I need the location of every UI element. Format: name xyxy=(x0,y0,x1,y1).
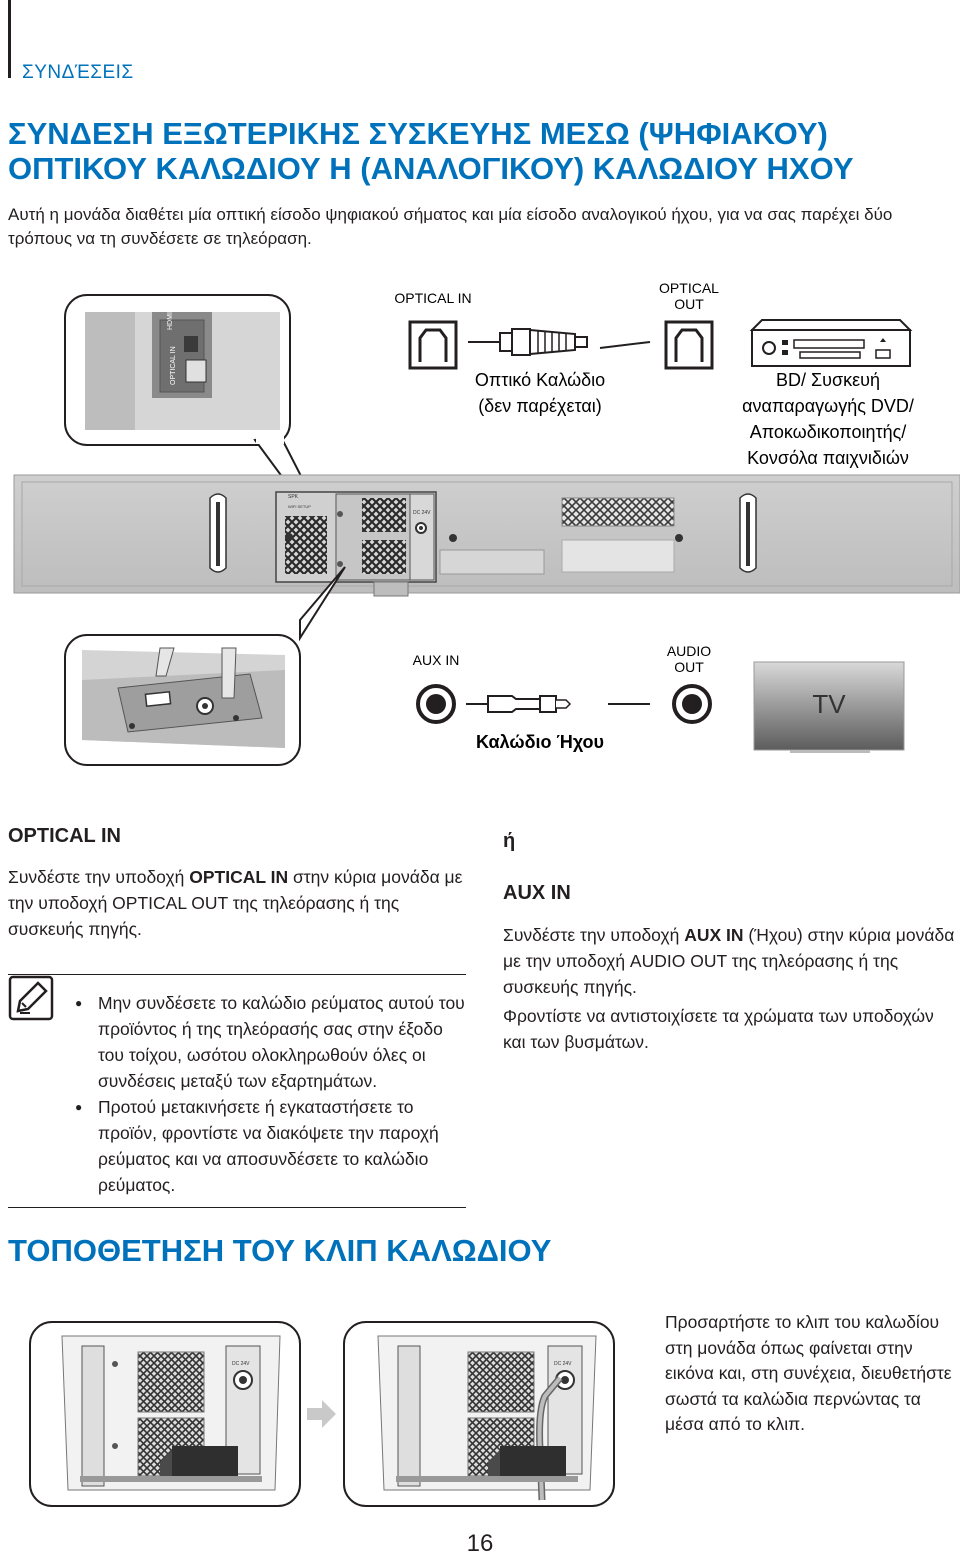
device-caption-4: Κονσόλα παιχνιδιών xyxy=(747,448,909,468)
step-arrow-icon xyxy=(307,1400,336,1428)
section-label: ΣΥΝΔΈΣΕΙΣ xyxy=(22,62,134,83)
device-caption-3: Αποκωδικοποιητής/ xyxy=(750,422,907,442)
bd-player-icon xyxy=(749,319,913,367)
optical-cable-caption-1: Οπτικό Καλώδιο xyxy=(475,370,605,390)
tv-text: TV xyxy=(812,689,846,719)
panel-dc-text: DC 24V xyxy=(413,510,431,516)
clip-step-1: DC 24V xyxy=(29,1321,301,1507)
device-caption-2: αναπαραγωγής DVD/ xyxy=(742,396,914,416)
clip-section-title: ΤΟΠΟΘΕΤΗΣΗ ΤΟΥ ΚΛΙΠ ΚΑΛΩΔΙΟΥ xyxy=(8,1233,552,1268)
optical-out-jack xyxy=(664,320,714,370)
or-label: ή xyxy=(503,830,516,852)
optical-text-c: στην κύρια μονάδα με την υποδοχή OPTICAL… xyxy=(8,867,463,939)
optical-text-a: Συνδέστε την υποδοχή xyxy=(8,867,190,887)
device-caption-1: BD/ Συσκευή xyxy=(776,370,880,390)
aux-text-a: Συνδέστε την υποδοχή xyxy=(503,925,685,945)
panel-wifi-text: WIFI SETUP xyxy=(288,504,311,509)
audio-out-label-1: AUDIO xyxy=(667,643,711,659)
page-title: ΣΥΝΔΕΣΗ ΕΞΩΤΕΡΙΚΗΣ ΣΥΣΚΕΥΗΣ ΜΕΣΩ (ΨΗΦΙΑΚ… xyxy=(8,116,854,186)
aux-text-b: AUX IN xyxy=(684,925,744,945)
clip-step-2: DC 24V xyxy=(343,1321,615,1507)
cable-clip-illustration: DC 24V DC 24V xyxy=(29,1321,615,1507)
clip-instructions: Προσαρτήστε το κλιπ του καλωδίου στη μον… xyxy=(665,1312,952,1434)
optical-text-b: OPTICAL IN xyxy=(189,867,289,887)
aux-in-jack xyxy=(416,684,456,724)
clip-dc-text-2: DC 24V xyxy=(554,1361,572,1367)
note-icon xyxy=(8,975,54,1021)
note-bottom-rule xyxy=(8,1207,466,1208)
zoom-optical-text: OPTICAL IN xyxy=(170,346,177,385)
notes-list: Μην συνδέσετε το καλώδιο ρεύματος αυτού … xyxy=(75,990,470,1198)
aux-zoom-callout xyxy=(64,566,346,766)
aux-color-note: Φροντίστε να αντιστοιχίσετε τα χρώματα τ… xyxy=(503,1006,934,1052)
optical-in-label: OPTICAL IN xyxy=(394,290,471,306)
soundbar-back-panel: DC 24V SPK WIFI SETUP xyxy=(13,474,960,597)
optical-in-instructions: Συνδέστε την υποδοχή OPTICAL IN στην κύρ… xyxy=(8,864,468,942)
optical-out-label-1: OPTICAL xyxy=(659,280,719,296)
audio-out-label-2: OUT xyxy=(674,659,704,675)
panel-spk-text: SPK xyxy=(288,494,299,500)
note-item: Μην συνδέσετε το καλώδιο ρεύματος αυτού … xyxy=(75,990,470,1094)
optical-in-jack xyxy=(408,320,458,370)
note-item: Προτού μετακινήσετε ή εγκαταστήσετε το π… xyxy=(75,1094,470,1198)
aux-in-heading: AUX IN xyxy=(503,882,571,904)
aux-text-c: (Ήχου) στην κύρια μονάδα με την υποδοχή … xyxy=(503,925,955,997)
clip-dc-text-1: DC 24V xyxy=(232,1361,250,1367)
intro-paragraph: Αυτή η μονάδα διαθέτει μία οπτική είσοδο… xyxy=(8,205,893,248)
aux-in-label: AUX IN xyxy=(413,652,460,668)
page-number: 16 xyxy=(466,1530,494,1557)
audio-out-jack xyxy=(672,684,712,724)
optical-cable-caption-2: (δεν παρέχεται) xyxy=(478,396,602,416)
optical-cable xyxy=(468,328,651,356)
note-top-rule xyxy=(8,974,466,975)
side-rule xyxy=(8,0,11,78)
optical-out-label-2: OUT xyxy=(674,296,704,312)
optical-in-heading: OPTICAL IN xyxy=(8,825,121,847)
audio-cable-caption: Καλώδιο Ήχου xyxy=(476,732,604,752)
connection-diagram: HDMI OPTICAL IN OPTICAL IN Οπτικό Καλώδι… xyxy=(13,280,960,766)
audio-cable xyxy=(466,695,650,713)
zoom-hdmi-text: HDMI xyxy=(167,312,174,330)
tv-icon: TV xyxy=(753,661,905,753)
aux-in-instructions: Συνδέστε την υποδοχή AUX IN (Ήχου) στην … xyxy=(503,922,958,1000)
